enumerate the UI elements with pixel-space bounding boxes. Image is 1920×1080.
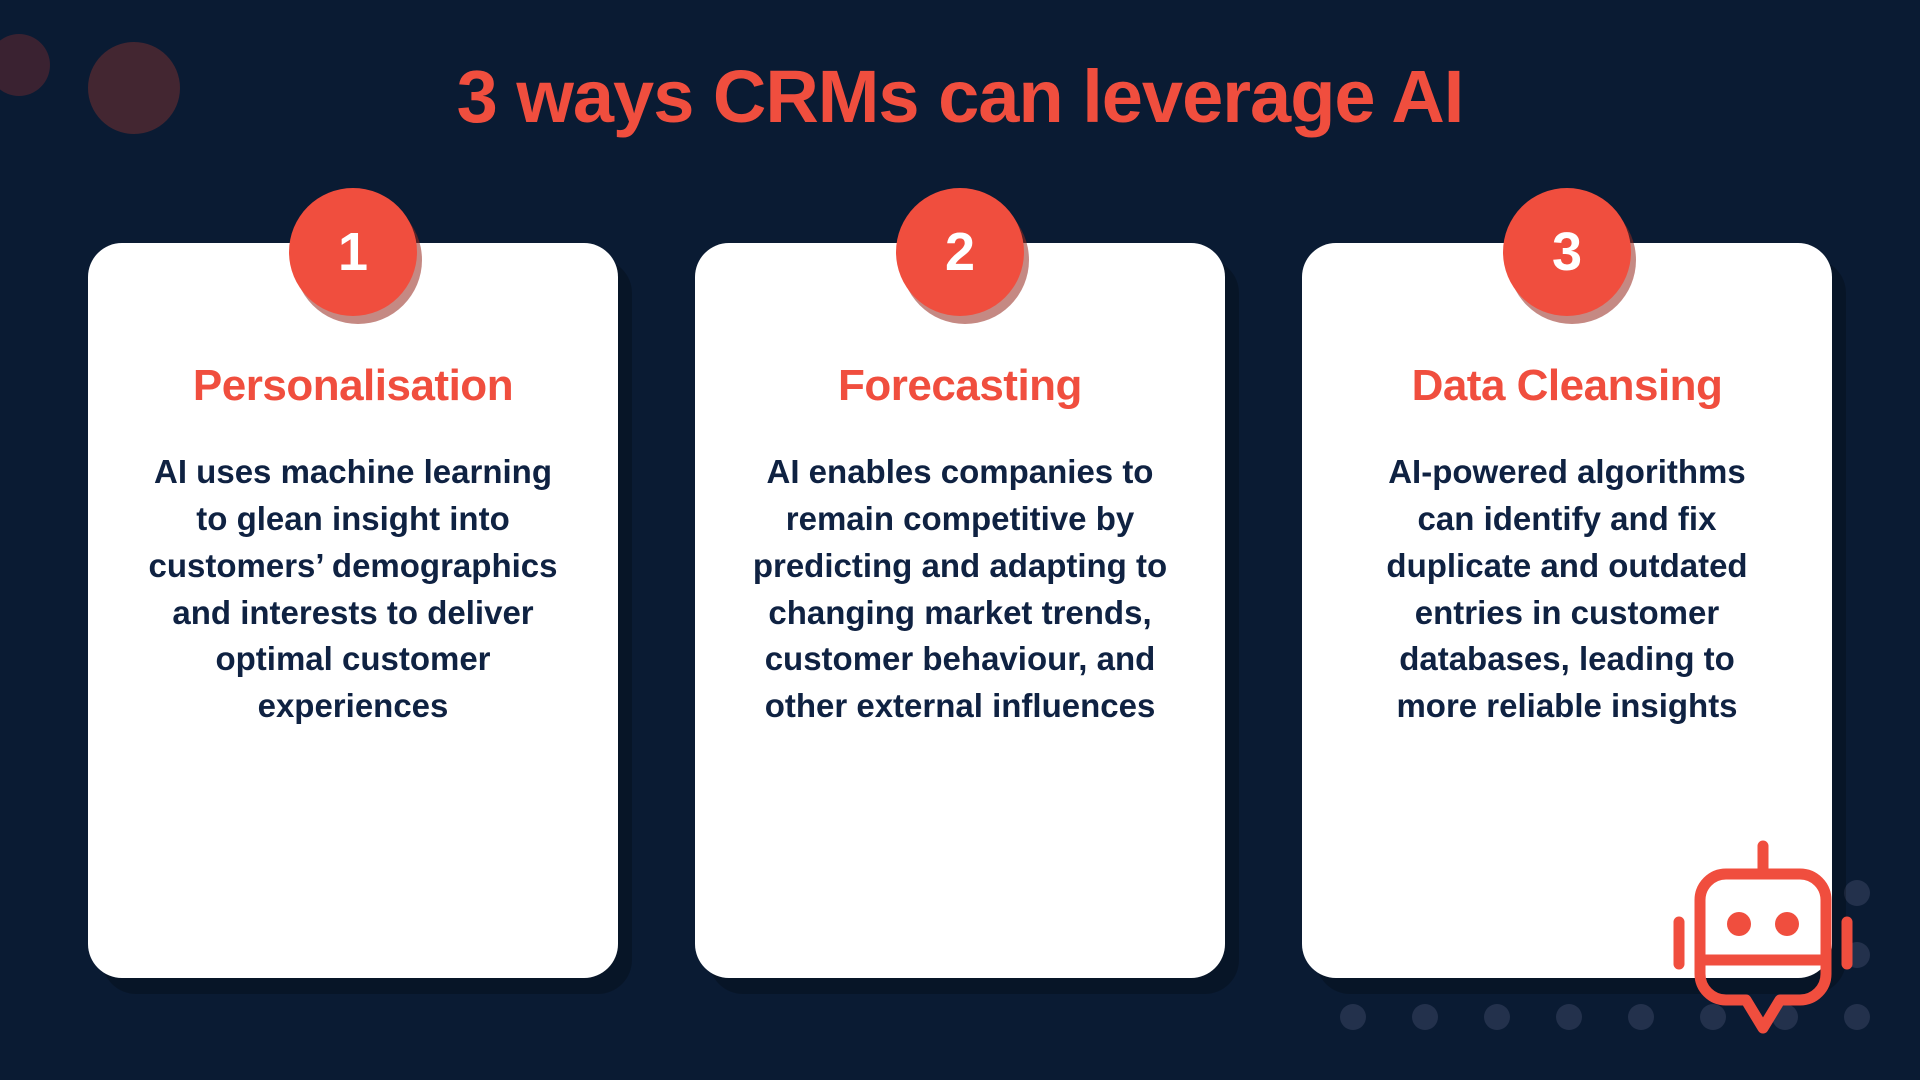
card-forecasting: 2 Forecasting AI enables companies to re… [695, 188, 1225, 978]
grid-dot [1412, 1004, 1438, 1030]
decorative-circle-small [0, 34, 50, 96]
step-number-badge-1: 1 [289, 188, 417, 316]
card-body-container-2: Forecasting AI enables companies to rema… [695, 243, 1225, 978]
card-heading-3: Data Cleansing [1411, 361, 1723, 410]
page-title: 3 ways CRMs can leverage AI [456, 55, 1465, 138]
decorative-circle-large [88, 42, 180, 134]
card-body-container-3: Data Cleansing AI-powered algorithms can… [1302, 243, 1832, 978]
step-number-badge-3: 3 [1503, 188, 1631, 316]
grid-dot [1340, 1004, 1366, 1030]
grid-dot [1556, 1004, 1582, 1030]
cards-row: 1 Personalisation AI uses machine learni… [88, 188, 1832, 978]
grid-dot [1628, 1004, 1654, 1030]
step-number-badge-2: 2 [896, 188, 1024, 316]
card-body-container-1: Personalisation AI uses machine learning… [88, 243, 618, 978]
card-data-cleansing: 3 Data Cleansing AI-powered algorithms c… [1302, 188, 1832, 978]
card-description-2: AI enables companies to remain competiti… [752, 453, 1168, 725]
card-heading-1: Personalisation [192, 361, 514, 410]
robot-icon [1668, 840, 1858, 1040]
card-personalisation: 1 Personalisation AI uses machine learni… [88, 188, 618, 978]
grid-dot [1484, 1004, 1510, 1030]
card-description-1: AI uses machine learning to glean insigh… [148, 453, 558, 725]
card-heading-2: Forecasting [838, 361, 1082, 410]
card-description-3: AI-powered algorithms can identify and f… [1386, 453, 1748, 725]
